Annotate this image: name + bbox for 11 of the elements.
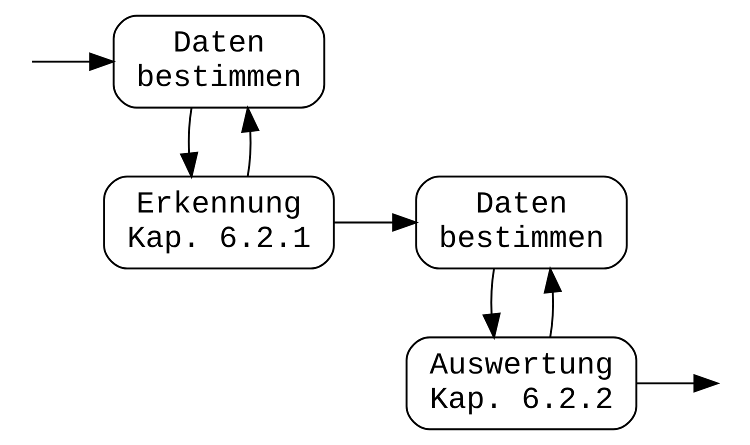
arrow <box>180 108 198 180</box>
arrow <box>241 105 260 177</box>
arrow <box>482 268 501 340</box>
arrow <box>32 52 116 72</box>
arrow <box>544 266 562 338</box>
arrow <box>637 374 720 393</box>
arrow <box>334 213 419 232</box>
node-box: Erkennung Kap. 6.2.1 <box>103 176 335 270</box>
node-box: Daten bestimmen <box>415 176 628 270</box>
node-box: Daten bestimmen <box>112 14 326 109</box>
node-box: Auswertung Kap. 6.2.2 <box>406 336 638 430</box>
